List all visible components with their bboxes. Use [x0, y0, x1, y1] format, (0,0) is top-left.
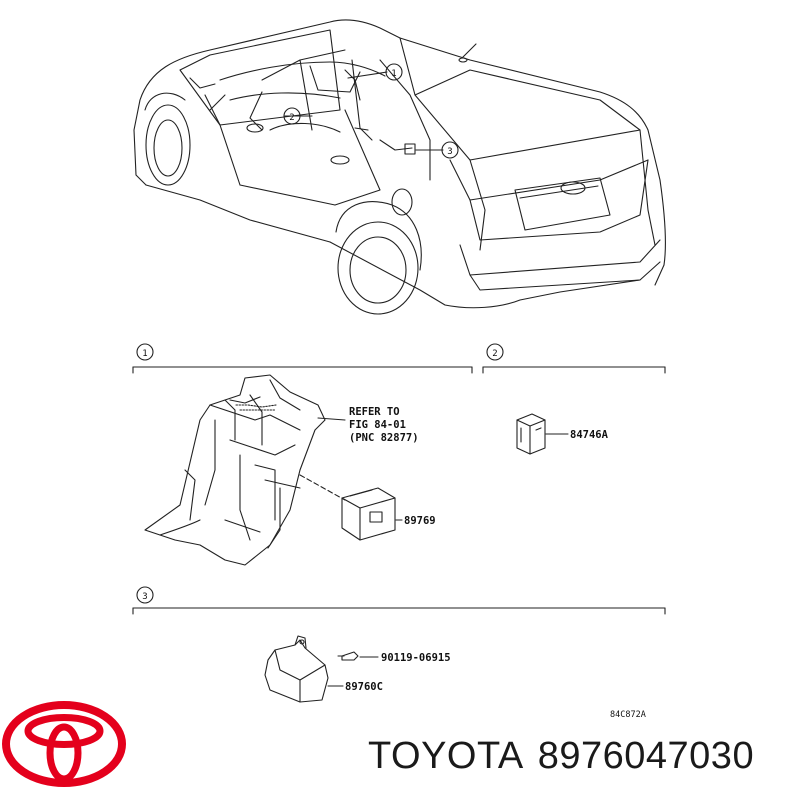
section-frames	[132, 343, 666, 615]
figure-code: 84C872A	[610, 710, 646, 720]
part-label-84746a: 84746A	[570, 429, 609, 441]
switch-84746a-drawing	[516, 413, 569, 455]
callout-3-label: 3	[447, 147, 452, 157]
part-label-89760c: 89760C	[345, 681, 383, 693]
part-label-89769: 89769	[404, 515, 436, 527]
bolt-90119-drawing	[337, 651, 379, 661]
refer-note-line-3: (PNC 82877)	[349, 432, 419, 444]
part-number: 8976047030	[537, 735, 755, 777]
car-callouts	[283, 63, 459, 159]
section-2-index: 2	[492, 349, 497, 359]
brand-name: TOYOTA	[368, 735, 524, 777]
toyota-logo-icon	[2, 701, 126, 787]
bracket-assembly-drawing	[144, 374, 346, 566]
callout-2-label: 2	[289, 113, 294, 123]
module-89760c-drawing	[264, 635, 344, 703]
section-3-index: 3	[142, 592, 147, 602]
brand-caption: TOYOTA 8976047030	[368, 735, 754, 778]
ecu-89769-drawing	[341, 487, 403, 541]
part-label-90119-06915: 90119-06915	[381, 652, 451, 664]
refer-note-line-2: FIG 84-01	[349, 419, 406, 431]
callout-1-label: 1	[391, 69, 396, 79]
car-illustration	[133, 19, 666, 315]
refer-note-line-1: REFER TO	[349, 406, 400, 418]
section-1-index: 1	[142, 349, 147, 359]
